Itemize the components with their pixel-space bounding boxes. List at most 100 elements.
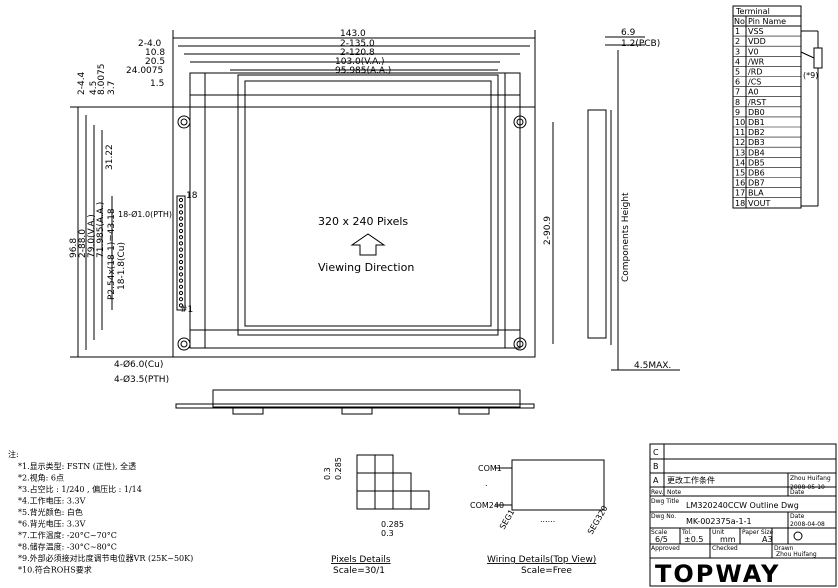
note-line: *1.显示类型: FSTN (正性), 全透 (18, 461, 136, 471)
dim-left-9: 71.985(A.A.) (96, 202, 106, 258)
pin-no: 7 (735, 88, 740, 97)
pixel-dim-4: 0.3 (381, 529, 394, 538)
dim-left-3: 8.0075 (97, 64, 107, 96)
scale-value: 6/5 (655, 535, 668, 544)
rev-row-c: C (653, 448, 659, 457)
connector-pin (178, 247, 184, 252)
note-line: *3.占空比 : 1/240 , 偏压比 : 1/14 (18, 484, 142, 494)
pin-no: 8 (735, 98, 740, 107)
connector-pin (178, 216, 184, 221)
dim-left-4: 3.7 (107, 81, 117, 95)
drawn-by: Zhou Huifang (776, 551, 817, 558)
tol-value: ±0.5 (684, 535, 703, 544)
dim-left-2: 4.5 (89, 81, 99, 95)
dwg-no-label: Dwg No. (651, 513, 676, 520)
pin-no: 11 (735, 128, 745, 137)
hole-dim-1: 4-Ø6.0(Cu) (114, 359, 163, 370)
pin-no: 16 (735, 179, 745, 188)
pcb-outline (172, 106, 536, 358)
connector-pin (178, 272, 184, 277)
pin-no: 3 (735, 47, 740, 56)
note-line: *6.背光电压: 3.3V (18, 519, 86, 529)
connector-pin (178, 284, 184, 289)
note-label: Note (667, 489, 682, 496)
connector-pin (178, 266, 184, 271)
note-line: *7.工作温度: -20°C~70°C (18, 530, 117, 540)
dim-top-6: 20.5 (145, 57, 165, 67)
pin-name: DB6 (748, 169, 765, 178)
note-line: *4.工作电压: 3.3V (18, 496, 86, 506)
pixel-dim-1: 0.3 (323, 467, 332, 480)
dim-top-10: 1.5 (150, 79, 164, 89)
pin-no: 1 (735, 27, 740, 36)
viewing-direction-label: Viewing Direction (318, 261, 414, 274)
rev-row-a: A (653, 476, 659, 485)
topway-logo: TOPWAY (655, 560, 780, 588)
connector-pin (178, 259, 184, 265)
wiring-figure (511, 459, 605, 511)
date-label: Date (790, 513, 805, 520)
dim-left-11: 18-1.8(Cu) (117, 242, 127, 290)
tol-label: Tol. (681, 529, 692, 536)
pin-name: BLA (748, 189, 764, 198)
pin-name: DB0 (748, 108, 765, 117)
wiring-com240: COM240 (470, 501, 504, 510)
pixel-details-figure (356, 454, 430, 510)
dim-top-9: 95.985(A.A.) (335, 66, 391, 76)
pin-no: 6 (735, 78, 740, 87)
pin-name: DB1 (748, 118, 765, 127)
components-height-label: Components Height (621, 192, 631, 282)
dim-top-4: 10.8 (145, 48, 165, 58)
pin-name: DB5 (748, 158, 765, 167)
date-value: 2008-04-08 (790, 521, 825, 528)
note-line: *8.储存温度: -30°C~80°C (18, 542, 117, 552)
pin-no: 10 (735, 118, 745, 127)
dim-left-10: P2.54x(18-1)=43.18 (107, 208, 117, 300)
pin-name: DB4 (748, 148, 765, 157)
pixel-details-scale: Scale=30/1 (333, 566, 385, 576)
connector-pin (178, 235, 184, 240)
pin-name: /RST (748, 98, 766, 107)
connector-pin (178, 303, 184, 308)
dwg-no: MK-002375a-1-1 (686, 517, 752, 526)
dwg-title-label: Dwg Title (651, 498, 679, 505)
dim-right-1: 2-90.9 (543, 216, 553, 245)
note-line: *5.背光颜色: 白色 (18, 507, 83, 517)
pin-1-label: #1 (180, 305, 193, 315)
scale-label: Scale (651, 529, 667, 536)
arrow-up-icon (350, 233, 386, 256)
paper-size-label: Paper Size (742, 529, 774, 536)
connector-pin (178, 241, 184, 246)
connector-pin (178, 197, 184, 203)
connector-pin (178, 278, 184, 283)
rev-a-note: 更改工作条件 (667, 475, 715, 485)
projection-symbol-icon (793, 531, 803, 541)
terminal-title: Terminal (735, 7, 770, 16)
pin-name: VOUT (748, 199, 770, 208)
viewing-area (237, 74, 499, 336)
pin-no: 18 (735, 199, 745, 208)
approved-label: Approved (651, 545, 680, 552)
dim-top-8: 24.0075 (126, 66, 163, 76)
resolution-label: 320 x 240 Pixels (318, 215, 408, 228)
pin-name: V0 (748, 47, 759, 56)
connector-pins (176, 195, 186, 311)
potentiometer-icon (813, 47, 823, 69)
dwg-title: LM320240CCW Outline Dwg (686, 501, 799, 510)
connector-pin (178, 290, 184, 296)
drawn-label: Drawn (774, 545, 794, 552)
dim-top-2: 2-4.0 (138, 39, 162, 49)
dim-left-1: 2-4.4 (77, 71, 87, 95)
checked-label: Checked (712, 545, 738, 552)
pin-name: VDD (748, 37, 766, 46)
dim-top-5: 2-120.8 (340, 48, 375, 58)
note-line: *9.外部必须接对比度调节电位器VR (25K~50K) (18, 553, 193, 563)
dim-top-11: 6.9 (621, 28, 636, 38)
wiring-scale: Scale=Free (521, 566, 572, 576)
pin-name: DB7 (748, 179, 765, 188)
unit-value: mm (720, 535, 736, 544)
title-block (649, 443, 837, 587)
paper-size-value: A3 (762, 535, 773, 544)
pin-no: 14 (735, 158, 745, 167)
pixel-dim-3: 0.285 (381, 520, 404, 529)
